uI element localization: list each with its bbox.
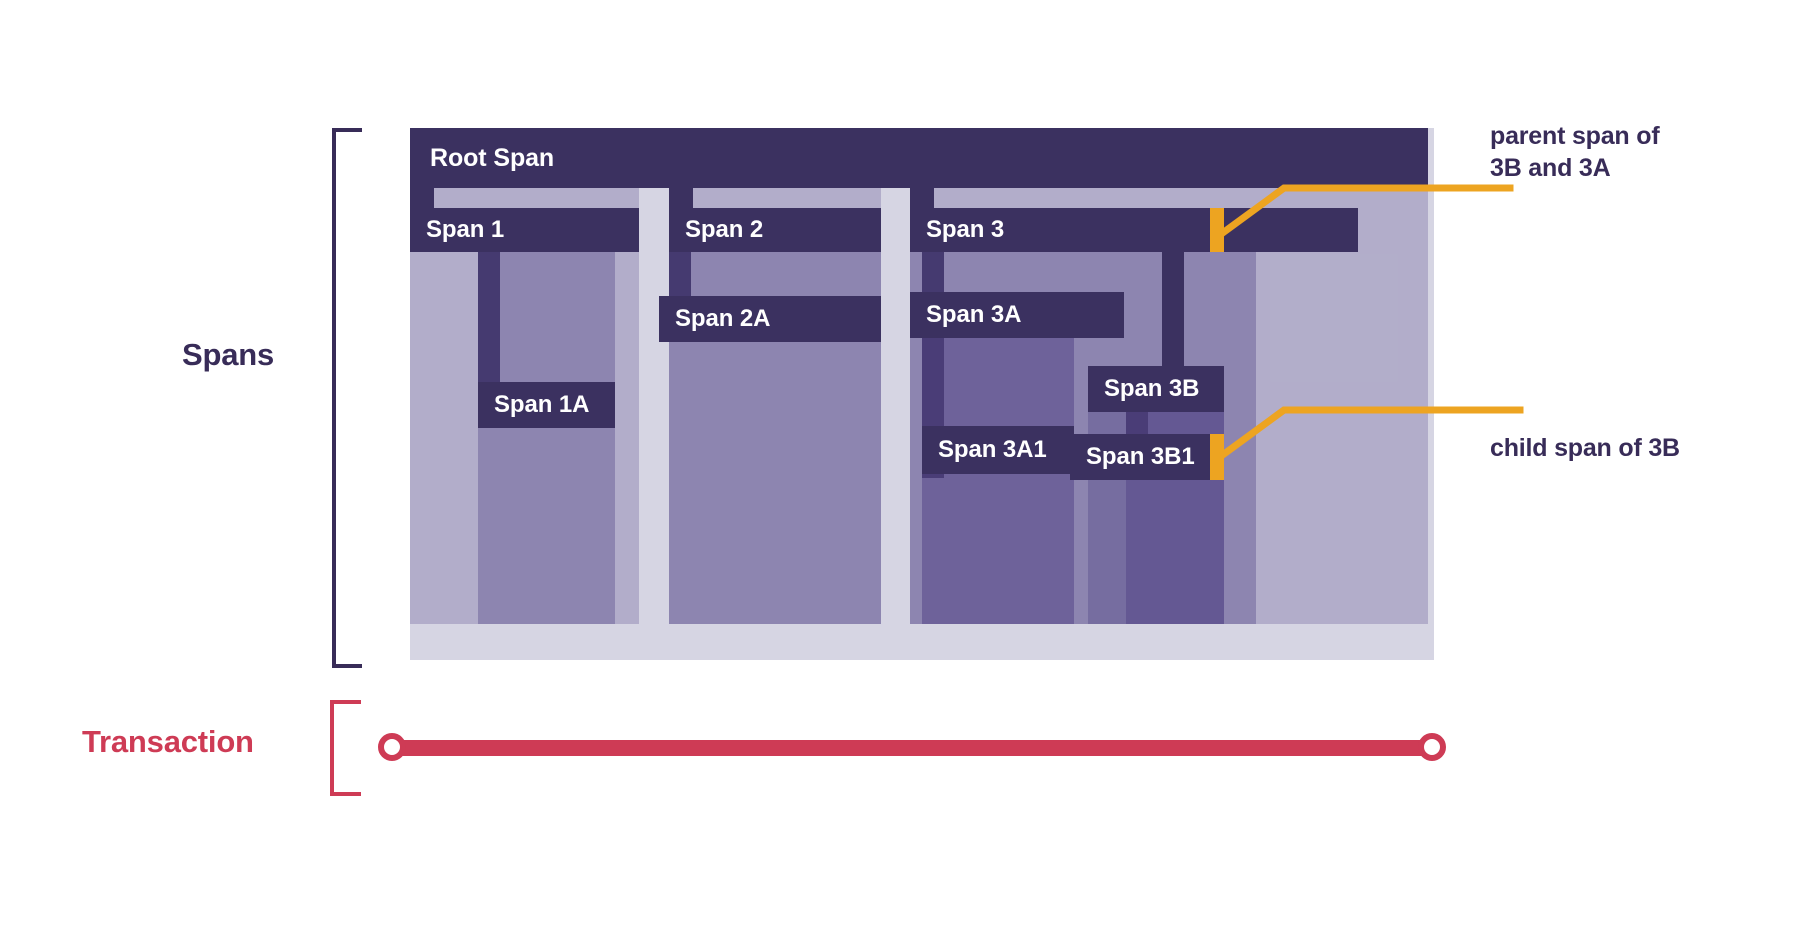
span-bar-3b1[interactable]: Span 3B1 — [1070, 434, 1224, 480]
spans-bracket — [332, 128, 362, 668]
span-bar-2a[interactable]: Span 2A — [659, 296, 881, 342]
highlight-marker-span3b1 — [1210, 434, 1224, 480]
transaction-section-label: Transaction — [82, 724, 254, 759]
span-block-2 — [669, 188, 881, 624]
span-bar-3a1[interactable]: Span 3A1 — [922, 426, 1074, 474]
callout-leader-line-child — [1219, 406, 1524, 459]
span-tree: Root Span Span 1 Span 1A Span 2 Span 2A … — [410, 128, 1434, 660]
callout-label-parent-span: parent span of 3B and 3A — [1490, 122, 1660, 182]
transaction-bar — [386, 740, 1431, 756]
connector-span1-to-span1a — [478, 252, 500, 400]
span-bar-3b[interactable]: Span 3B — [1088, 366, 1224, 412]
span-block-3a1 — [922, 338, 1074, 624]
transaction-end-marker — [1418, 733, 1446, 761]
span-bar-root[interactable]: Root Span — [410, 128, 1428, 188]
span-bar-3[interactable]: Span 3 — [910, 208, 1358, 252]
transaction-bracket — [330, 700, 361, 796]
span-bar-2[interactable]: Span 2 — [669, 208, 881, 252]
callout-leader-line-parent — [1219, 184, 1514, 237]
spans-section-label: Spans — [182, 337, 275, 372]
highlight-marker-span3 — [1210, 208, 1224, 252]
transaction-start-marker — [378, 733, 406, 761]
span-bar-1[interactable]: Span 1 — [410, 208, 639, 252]
span-block-1a — [478, 252, 615, 624]
callout-label-child-span: child span of 3B — [1490, 434, 1680, 462]
span-bar-3a[interactable]: Span 3A — [910, 292, 1124, 338]
connector-span3-to-span3b — [1162, 252, 1184, 376]
span-bar-1a[interactable]: Span 1A — [478, 382, 615, 428]
